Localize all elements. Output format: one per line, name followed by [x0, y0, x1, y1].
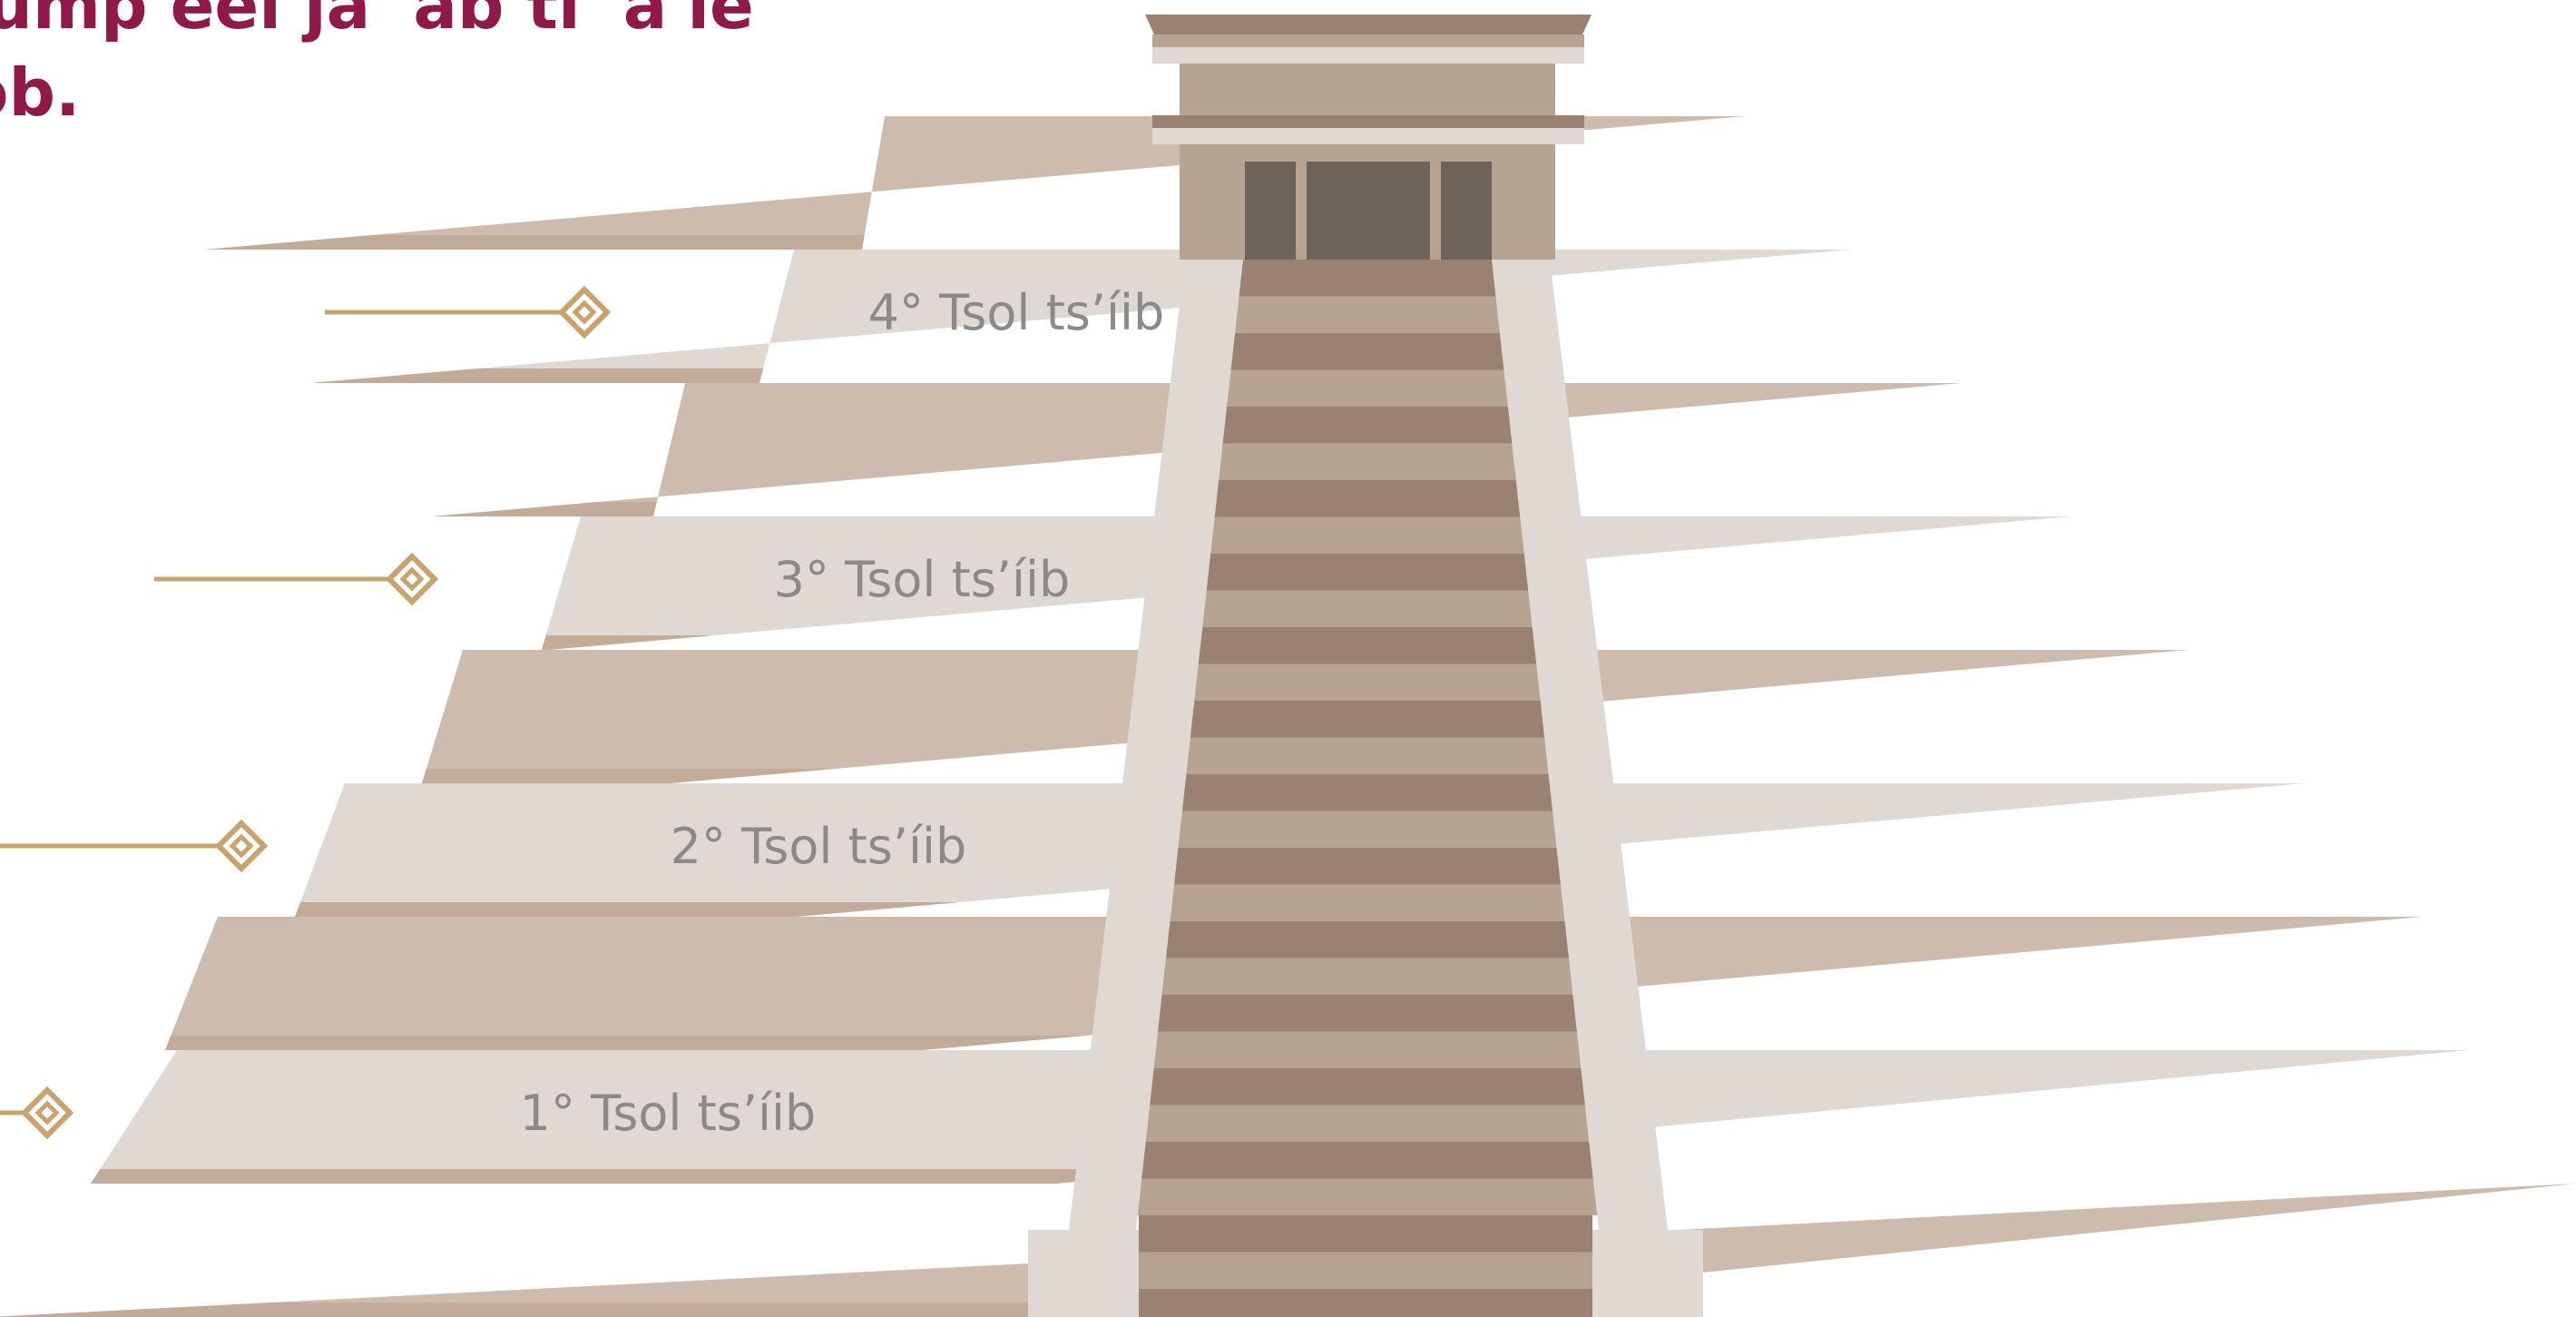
stair-step — [1146, 1106, 1590, 1143]
diamond-outer — [562, 290, 607, 335]
stair-step — [1207, 554, 1528, 591]
stair-step — [1239, 260, 1496, 297]
temple-pillar — [1430, 162, 1441, 260]
right-ramp-base — [1592, 1230, 1703, 1317]
diamond-inner — [232, 837, 250, 855]
level-4-label: 4° Tsol ts’íib — [868, 284, 1165, 341]
level-1-diamond-icon — [24, 1090, 70, 1135]
stair-step — [1235, 297, 1500, 334]
tier-ledge — [91, 1169, 1210, 1184]
stair-step — [1139, 1289, 1592, 1317]
stair-step — [1138, 1179, 1597, 1216]
stair-step — [1190, 701, 1544, 738]
level-3-diamond-icon — [389, 556, 435, 602]
stair-step — [1186, 738, 1548, 775]
stair-step — [1162, 958, 1573, 996]
stair-step — [1139, 1215, 1592, 1253]
tier-ledge — [310, 369, 763, 383]
temple-pillar — [1296, 162, 1307, 260]
stair-step — [1150, 1068, 1585, 1106]
diamond-inner — [38, 1104, 56, 1122]
tier-ledge — [432, 502, 657, 516]
level-4-diamond-icon — [562, 290, 607, 335]
stair-step — [1141, 1142, 1593, 1179]
stair-step — [1223, 407, 1513, 444]
stair-step — [1231, 333, 1504, 370]
stair-step — [1227, 370, 1508, 408]
temple-doorway — [1245, 162, 1492, 260]
tier-ledge — [295, 902, 960, 917]
level-1-label: 1° Tsol ts’íib — [520, 1085, 817, 1142]
diamond-outer — [24, 1090, 70, 1135]
stair-step — [1199, 627, 1536, 664]
level-2-label: 2° Tsol ts’íib — [671, 818, 967, 875]
stair-step — [1178, 811, 1556, 849]
diamond-inner — [403, 570, 421, 588]
temple-cornice — [1152, 47, 1584, 64]
stair-step — [1154, 1032, 1582, 1069]
temple-frieze — [1152, 115, 1584, 128]
stair-step — [1219, 444, 1516, 481]
stair-step — [1210, 517, 1524, 555]
stair-step — [1174, 848, 1561, 885]
level-3-label: 3° Tsol ts’íib — [774, 551, 1071, 608]
diamond-inner — [575, 303, 593, 321]
left-ramp-base — [1028, 1230, 1139, 1317]
temple-lintel — [1152, 128, 1584, 144]
stair-step — [1139, 1253, 1592, 1290]
tier-ledge — [204, 235, 865, 250]
stair-step — [1194, 664, 1540, 702]
stair-step — [1170, 885, 1565, 922]
diamond-outer — [389, 556, 435, 602]
tier-ledge — [542, 635, 715, 650]
temple-band — [1152, 34, 1584, 47]
stair-step — [1202, 591, 1532, 628]
stair-step — [1182, 774, 1552, 811]
tier-ledge — [422, 769, 835, 783]
stair-step — [1158, 995, 1577, 1032]
diamond-outer — [219, 823, 264, 869]
tier-ledge — [165, 1036, 1085, 1050]
pyramid-temple — [1145, 15, 1592, 260]
temple-roof — [1145, 15, 1592, 34]
level-2-diamond-icon — [219, 823, 264, 869]
stair-step — [1215, 480, 1521, 517]
stair-step — [1166, 921, 1569, 958]
